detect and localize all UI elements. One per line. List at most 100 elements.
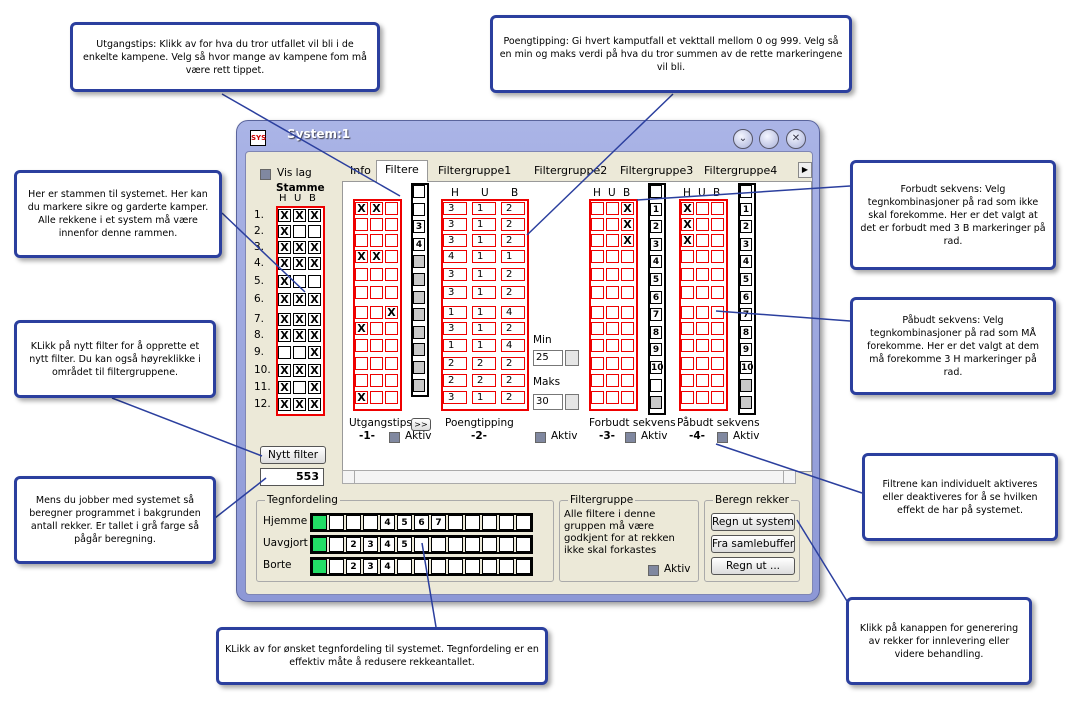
tegnfordeling-cell[interactable] bbox=[346, 515, 361, 530]
forbudt-count-cell[interactable]: 9 bbox=[650, 343, 662, 356]
poengtipping-cell[interactable]: 1 bbox=[472, 268, 496, 281]
tegnfordeling-cell[interactable] bbox=[312, 515, 327, 530]
tab-filtergruppe4[interactable]: Filtergruppe4 bbox=[704, 164, 778, 177]
forbudt-count-cell[interactable] bbox=[650, 185, 662, 198]
paabudt-cell[interactable] bbox=[711, 250, 724, 263]
stamme-cell[interactable]: X bbox=[308, 293, 321, 306]
forbudt-cell[interactable] bbox=[591, 357, 604, 370]
forbudt-cell[interactable] bbox=[606, 218, 619, 231]
paabudt-cell[interactable] bbox=[681, 391, 694, 404]
tegnfordeling-cell[interactable] bbox=[312, 559, 327, 574]
tegnfordeling-cell[interactable]: 3 bbox=[363, 537, 378, 552]
tegnfordeling-cell[interactable] bbox=[482, 537, 497, 552]
stamme-cell[interactable]: X bbox=[293, 398, 306, 411]
tegnfordeling-cell[interactable] bbox=[312, 537, 327, 552]
stamme-cell[interactable]: X bbox=[308, 329, 321, 342]
forbudt-cell[interactable] bbox=[591, 202, 604, 215]
utgangstips-cell[interactable] bbox=[385, 322, 398, 335]
paabudt-cell[interactable] bbox=[681, 268, 694, 281]
utgangstips-cell[interactable] bbox=[370, 322, 383, 335]
utgangstips-count-cell[interactable] bbox=[413, 291, 425, 304]
tegnfordeling-cell[interactable] bbox=[329, 559, 344, 574]
utgangstips-cell[interactable] bbox=[370, 339, 383, 352]
utgangstips-cell[interactable] bbox=[370, 268, 383, 281]
utgangstips-cell[interactable] bbox=[370, 306, 383, 319]
forbudt-count-cell[interactable]: 7 bbox=[650, 308, 662, 321]
restore-button[interactable] bbox=[759, 129, 779, 149]
forbudt-cell[interactable] bbox=[591, 234, 604, 247]
paabudt-cell[interactable] bbox=[711, 268, 724, 281]
forbudt-count-cell[interactable]: 10 bbox=[650, 361, 664, 374]
poengtipping-cell[interactable]: 2 bbox=[501, 286, 525, 299]
utgangstips-cell[interactable] bbox=[385, 250, 398, 263]
paabudt-cell[interactable] bbox=[696, 357, 709, 370]
title-bar[interactable]: SYS System:1 ⌄ ✕ bbox=[237, 121, 819, 151]
poengtipping-cell[interactable]: 3 bbox=[443, 286, 467, 299]
stamme-cell[interactable]: X bbox=[308, 364, 321, 377]
paabudt-cell[interactable] bbox=[711, 374, 724, 387]
scroll-right-arrow-icon[interactable] bbox=[783, 471, 795, 483]
stamme-cell[interactable]: X bbox=[278, 398, 291, 411]
paabudt-cell[interactable] bbox=[711, 322, 724, 335]
paabudt-count-cell[interactable]: 1 bbox=[740, 203, 752, 216]
stamme-cell[interactable]: X bbox=[308, 257, 321, 270]
paabudt-cell[interactable] bbox=[711, 339, 724, 352]
utgangstips-cell[interactable] bbox=[385, 268, 398, 281]
utgangstips-count-cell[interactable] bbox=[413, 343, 425, 356]
stamme-cell[interactable]: X bbox=[308, 241, 321, 254]
paabudt-aktiv-checkbox[interactable] bbox=[717, 432, 728, 443]
forbudt-cell[interactable] bbox=[621, 374, 634, 387]
poengtipping-cell[interactable]: 2 bbox=[501, 268, 525, 281]
utgangstips-cell[interactable] bbox=[370, 357, 383, 370]
forbudt-cell[interactable] bbox=[621, 250, 634, 263]
tab-info[interactable]: Info bbox=[350, 164, 371, 177]
poengtipping-min-stepper[interactable] bbox=[565, 350, 579, 366]
regn-ut-system-button[interactable]: Regn ut system bbox=[711, 513, 795, 531]
poengtipping-cell[interactable]: 1 bbox=[472, 391, 496, 404]
utgangstips-cell[interactable]: X bbox=[355, 202, 368, 215]
paabudt-cell[interactable] bbox=[696, 322, 709, 335]
tegnfordeling-cell[interactable] bbox=[465, 515, 480, 530]
poengtipping-cell[interactable]: 2 bbox=[501, 391, 525, 404]
forbudt-cell[interactable] bbox=[606, 306, 619, 319]
tegnfordeling-cell[interactable] bbox=[431, 559, 446, 574]
forbudt-cell[interactable] bbox=[606, 234, 619, 247]
tegnfordeling-cell[interactable] bbox=[363, 515, 378, 530]
stamme-cell[interactable]: X bbox=[293, 241, 306, 254]
stamme-cell[interactable]: X bbox=[278, 364, 291, 377]
poengtipping-cell[interactable]: 4 bbox=[501, 306, 525, 319]
paabudt-count-cell[interactable]: 9 bbox=[740, 343, 752, 356]
paabudt-cell[interactable] bbox=[711, 286, 724, 299]
stamme-cell[interactable]: X bbox=[278, 381, 291, 394]
poengtipping-cell[interactable]: 1 bbox=[443, 339, 467, 352]
tegnfordeling-cell[interactable] bbox=[431, 537, 446, 552]
stamme-cell[interactable]: X bbox=[308, 381, 321, 394]
poengtipping-cell[interactable]: 2 bbox=[501, 218, 525, 231]
poengtipping-cell[interactable]: 3 bbox=[443, 202, 467, 215]
stamme-cell[interactable] bbox=[293, 275, 306, 288]
stamme-cell[interactable]: X bbox=[293, 293, 306, 306]
paabudt-count-cell[interactable]: 5 bbox=[740, 273, 752, 286]
tegnfordeling-cell[interactable]: 2 bbox=[346, 559, 361, 574]
utgangstips-cell[interactable] bbox=[355, 374, 368, 387]
stamme-cell[interactable]: X bbox=[278, 313, 291, 326]
tegnfordeling-cell[interactable] bbox=[516, 537, 531, 552]
paabudt-cell[interactable] bbox=[711, 357, 724, 370]
utgangstips-cell[interactable] bbox=[355, 234, 368, 247]
stamme-cell[interactable] bbox=[308, 225, 321, 238]
paabudt-count-cell[interactable]: 6 bbox=[740, 291, 752, 304]
stamme-cell[interactable]: X bbox=[308, 209, 321, 222]
paabudt-cell[interactable] bbox=[711, 202, 724, 215]
utgangstips-cell[interactable] bbox=[385, 234, 398, 247]
forbudt-cell[interactable] bbox=[606, 268, 619, 281]
utgangstips-count-cell[interactable] bbox=[413, 326, 425, 339]
poengtipping-cell[interactable]: 2 bbox=[472, 374, 496, 387]
tegnfordeling-cell[interactable] bbox=[516, 515, 531, 530]
paabudt-cell[interactable] bbox=[681, 306, 694, 319]
tegnfordeling-cell[interactable]: 4 bbox=[380, 559, 395, 574]
poengtipping-cell[interactable]: 2 bbox=[501, 202, 525, 215]
forbudt-cell[interactable] bbox=[591, 218, 604, 231]
stamme-cell[interactable] bbox=[293, 225, 306, 238]
paabudt-cell[interactable] bbox=[696, 391, 709, 404]
forbudt-cell[interactable] bbox=[591, 306, 604, 319]
